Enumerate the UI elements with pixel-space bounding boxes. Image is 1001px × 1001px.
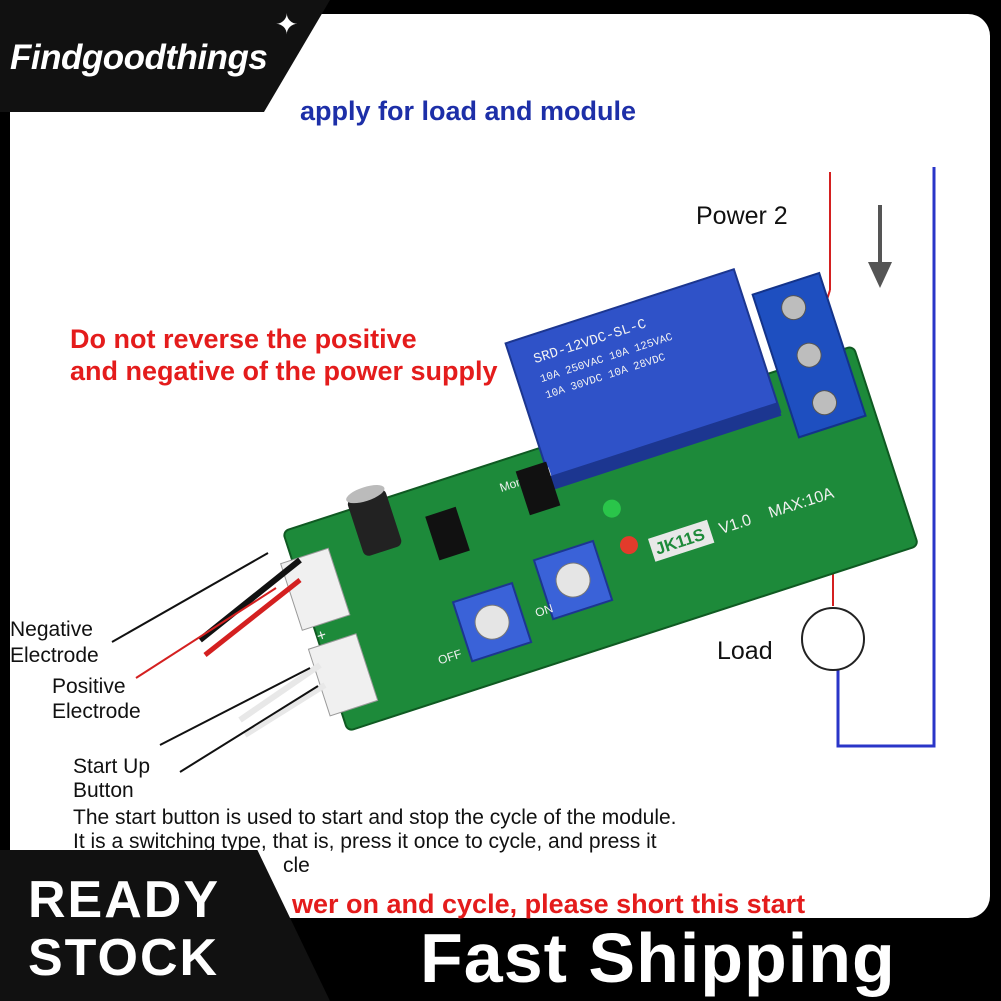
button-connector	[307, 633, 379, 717]
diagram-heading: apply for load and module	[300, 96, 637, 126]
positive-label-line2: Electrode	[52, 700, 141, 723]
load-lamp-icon	[801, 607, 865, 671]
power-connector	[280, 547, 351, 631]
sparkle-icon: ✦	[275, 9, 299, 40]
brand-tab	[0, 0, 330, 112]
polarity-warning-line1: Do not reverse the positive	[70, 324, 417, 354]
power-label: Power 2	[696, 202, 788, 230]
polarity-warning-line2: and negative of the power supply	[70, 356, 498, 386]
brand-logo: Findgoodthings	[10, 38, 268, 77]
start-pointer-1	[159, 667, 311, 746]
pot-on-label: ON	[533, 601, 554, 620]
arrow-down-icon	[868, 262, 892, 288]
terminal-screw-2	[796, 342, 822, 368]
positive-pointer	[135, 587, 277, 679]
bottom-warning: wer on and cycle, please short this star…	[292, 889, 806, 919]
capacitor	[347, 489, 402, 556]
capacitor-top	[346, 485, 385, 504]
description-line3: cle	[283, 854, 310, 877]
ready-stock-line1: READY	[28, 871, 221, 929]
fast-shipping-banner: Fast Shipping	[420, 919, 896, 997]
terminal-screw-1	[781, 295, 807, 321]
start-label-line2: Button	[73, 779, 134, 802]
negative-label-line2: Electrode	[10, 644, 99, 667]
white-button-wire-2	[243, 682, 327, 738]
white-button-wire-1	[238, 662, 322, 723]
start-pointer-2	[179, 685, 319, 773]
negative-label-line1: Negative	[10, 618, 93, 641]
description-line1: The start button is used to start and st…	[73, 806, 677, 829]
red-power-wire	[203, 578, 302, 657]
ready-stock-line2: STOCK	[28, 929, 220, 987]
positive-label-line1: Positive	[52, 675, 126, 698]
relay-base	[548, 402, 782, 490]
pot-knob-1[interactable]	[471, 601, 514, 644]
jumper-2[interactable]	[515, 461, 561, 516]
pot-knob-2[interactable]	[552, 559, 595, 602]
load-label: Load	[717, 637, 773, 665]
start-label-line1: Start Up	[73, 755, 151, 778]
green-led	[602, 499, 621, 518]
red-led	[619, 536, 638, 555]
terminal-screw-3	[812, 390, 838, 416]
relay-module-board: SRD-12VDC-SL-C 10A 250VAC 10A 125VAC 10A…	[280, 267, 918, 731]
jumper-1[interactable]	[425, 506, 470, 561]
model-label-bg	[647, 519, 715, 562]
negative-pointer	[111, 552, 269, 643]
description-line2: It is a switching type, that is, press i…	[73, 830, 657, 853]
blue-wire	[836, 167, 936, 748]
